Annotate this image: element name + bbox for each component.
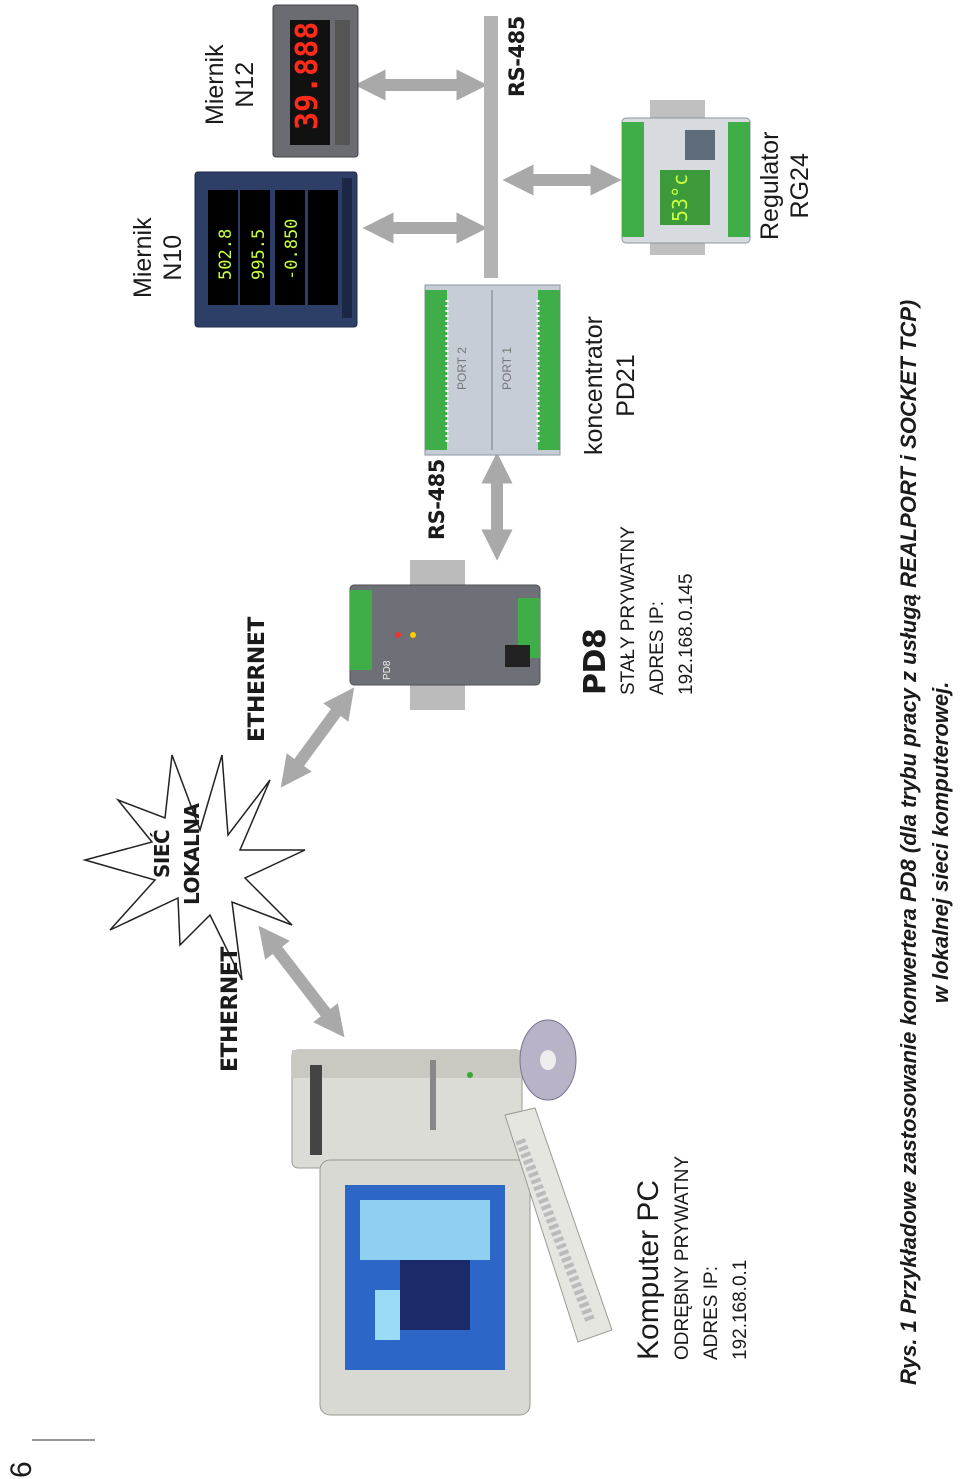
- pd8-info: PD8 STAŁY PRYWATNY ADRES IP: 192.168.0.1…: [578, 526, 701, 695]
- pd8-line2: ADRES IP:: [647, 601, 668, 695]
- n10-label: Miernik N10: [128, 217, 188, 298]
- pc-line1: ODRĘBNY PRYWATNY: [672, 1155, 693, 1360]
- rs485-bus-line: [484, 16, 498, 278]
- pd21-device: [424, 284, 561, 456]
- caption-line2: w lokalnej sieci komputerowej.: [928, 681, 953, 1004]
- pc-monitor: [319, 1159, 531, 1416]
- pd8-line1: STAŁY PRYWATNY: [618, 526, 639, 695]
- n10-label-line2: N10: [159, 234, 187, 281]
- pd8-device: [349, 560, 541, 710]
- pd21-label-line1: koncentrator: [580, 316, 608, 455]
- pc-ip: 192.168.0.1: [730, 1259, 751, 1360]
- rg24-label-line1: Regulator: [756, 131, 784, 240]
- arrow-network-pd8: [280, 687, 355, 788]
- n10-label-line1: Miernik: [129, 217, 157, 298]
- rs485-label-pd8: RS-485: [425, 459, 449, 540]
- n10-reading-2: 995.5: [249, 228, 269, 280]
- local-network-starburst: [82, 754, 306, 981]
- n10-readings: 502.8 995.5 -0.850: [210, 219, 309, 300]
- n12-label-line1: Miernik: [201, 44, 229, 125]
- n12-meter: [272, 4, 359, 158]
- pd21-label-line2: PD21: [612, 354, 640, 417]
- pd8-ip: 192.168.0.145: [676, 573, 697, 695]
- pc-keyboard: [504, 1107, 613, 1343]
- pd21-port1-label: PORT 1: [500, 347, 514, 390]
- pd21-port2-label: PORT 2: [455, 347, 469, 390]
- pc-line2: ADRES IP:: [701, 1266, 722, 1360]
- ethernet-label-right: ETHERNET: [245, 617, 270, 742]
- rs485-label-bus: RS-485: [505, 16, 529, 97]
- caption-line1: Rys. 1 Przykładowe zastosowanie konwerte…: [896, 299, 921, 1385]
- n10-meter: [194, 171, 358, 328]
- n12-label-line2: N12: [231, 61, 259, 108]
- rg24-label-line2: RG24: [786, 153, 814, 219]
- pd8-device-text: PD8: [382, 660, 393, 680]
- ethernet-label-left: ETHERNET: [218, 947, 243, 1072]
- n10-reading-3: -0.850: [282, 218, 302, 280]
- pd21-label: koncentrator PD21: [578, 316, 642, 455]
- page-number: 6: [5, 1461, 38, 1478]
- pd8-title: PD8: [578, 628, 613, 695]
- siec-label: SIEĆ: [150, 829, 174, 878]
- rg24-label: Regulator RG24: [755, 132, 815, 240]
- figure-caption: Rys. 1 Przykładowe zastosowanie konwerte…: [893, 300, 957, 1385]
- lokalna-label: LOKALNA: [180, 803, 204, 905]
- n10-reading-1: 502.8: [216, 228, 236, 280]
- arrow-pc-network: [258, 925, 345, 1038]
- rg24-device: [621, 100, 751, 255]
- n12-label: Miernik N12: [200, 44, 260, 125]
- n12-reading: 39.888: [290, 21, 325, 130]
- rg24-reading: 53°c: [668, 173, 692, 222]
- pc-info: Komputer PC ODRĘBNY PRYWATNY ADRES IP: 1…: [630, 1156, 755, 1360]
- pc-title: Komputer PC: [632, 1179, 665, 1360]
